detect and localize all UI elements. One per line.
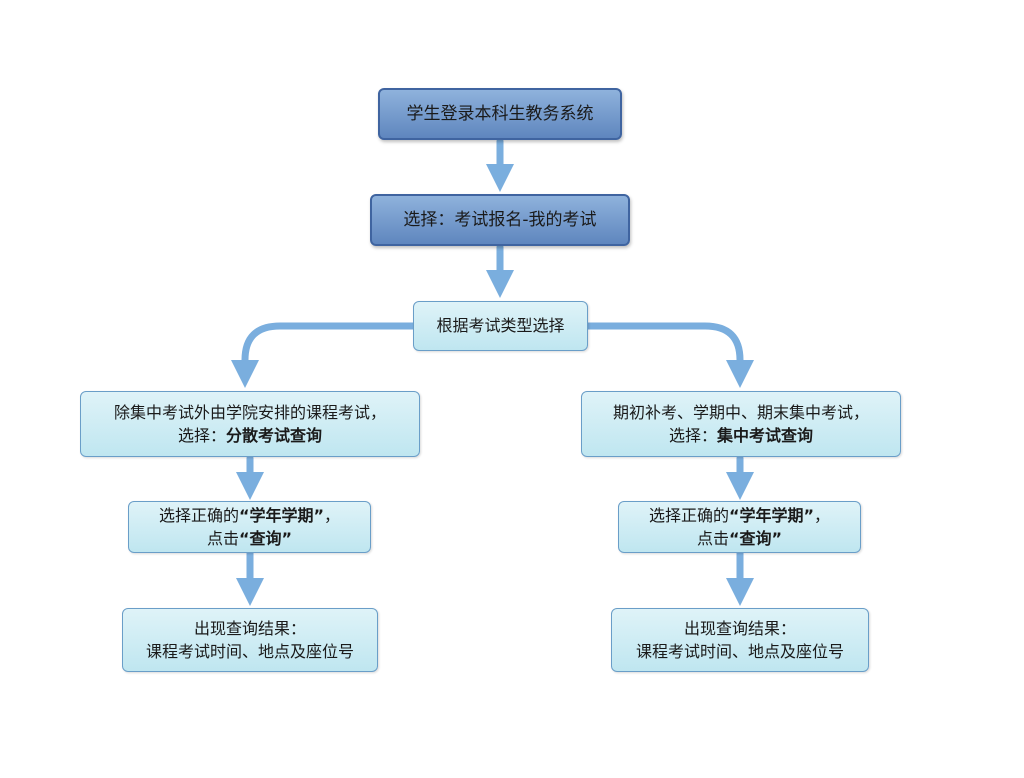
right-b-prefix: 选择正确的 [648,505,729,525]
right-a-bold: 集中考试查询 [717,426,814,445]
left-select-term-line2: 点击“查询” [207,527,292,550]
left-b-suffix: ， [324,505,341,525]
step-login-label: 学生登录本科生教务系统 [406,103,594,124]
right-result-line1: 出现查询结果： [683,618,796,638]
left-distributed-exam-line2: 选择：分散考试查询 [178,424,322,447]
right-select-term: 选择正确的“学年学期”， 点击“查询” [618,501,861,553]
left-b-prefix: 选择正确的 [158,505,239,525]
left-select-term: 选择正确的“学年学期”， 点击“查询” [128,501,371,553]
step-choose-type-label: 根据考试类型选择 [436,316,565,336]
left-result-line2: 课程考试时间、地点及座位号 [145,642,354,661]
left-result: 出现查询结果： 课程考试时间、地点及座位号 [122,608,378,672]
right-centralized-exam: 期初补考、学期中、期末集中考试， 选择：集中考试查询 [581,391,901,457]
left-b-bold: “学年学期” [238,505,325,525]
right-b-suffix: ， [814,505,831,525]
right-centralized-exam-line2: 选择：集中考试查询 [669,424,813,447]
left-select-term-line1: 选择正确的“学年学期”， [159,504,340,527]
step-select-exam: 选择：考试报名-我的考试 [370,194,630,246]
left-b-line2-bold: “查询” [238,529,293,548]
right-select-term-line1: 选择正确的“学年学期”， [649,504,830,527]
left-distributed-exam-line1: 除集中考试外由学院安排的课程考试， [113,402,386,422]
step-choose-type: 根据考试类型选择 [413,301,588,351]
right-result: 出现查询结果： 课程考试时间、地点及座位号 [611,608,869,672]
left-a-prefix: 选择： [177,426,226,445]
right-b-bold: “学年学期” [728,505,815,525]
left-distributed-exam: 除集中考试外由学院安排的课程考试， 选择：分散考试查询 [80,391,420,457]
right-a-prefix: 选择： [668,426,717,445]
right-b-line2-prefix: 点击 [696,529,729,548]
right-centralized-exam-line1: 期初补考、学期中、期末集中考试， [612,402,869,422]
left-result-line1: 出现查询结果： [193,618,306,638]
right-b-line2-bold: “查询” [728,529,783,548]
step-login: 学生登录本科生教务系统 [378,88,622,140]
arrow-split-left [231,322,417,388]
left-a-bold: 分散考试查询 [226,426,323,445]
step-select-exam-label: 选择：考试报名-我的考试 [403,209,597,230]
right-select-term-line2: 点击“查询” [697,527,782,550]
arrow-split-right [584,322,754,388]
right-result-line2: 课程考试时间、地点及座位号 [635,642,844,661]
left-b-line2-prefix: 点击 [206,529,239,548]
